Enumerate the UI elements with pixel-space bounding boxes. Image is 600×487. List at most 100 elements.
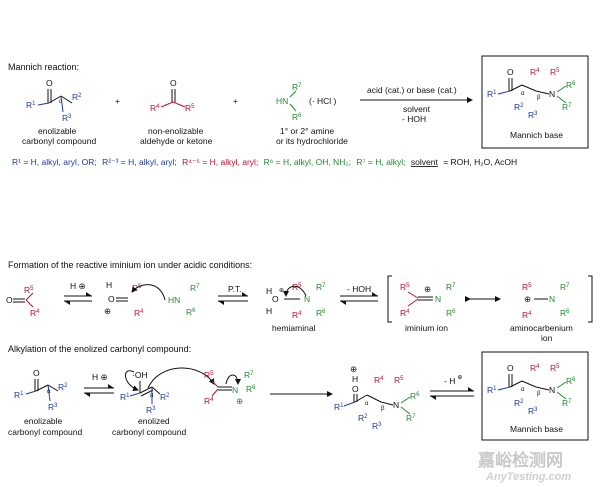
svg-text:R2: R2 (514, 398, 524, 408)
svg-text:α: α (59, 99, 63, 105)
svg-text:R2: R2 (358, 413, 368, 423)
svg-text:R1: R1 (120, 392, 130, 402)
product-box-1 (481, 55, 589, 149)
svg-text:R7: R7 (562, 102, 572, 112)
aminocarbenium-structure: R5 ⊕ R4 N R7 R6 (522, 282, 570, 320)
svg-text:R3: R3 (48, 402, 58, 412)
right-bracket (588, 275, 593, 323)
svg-text:R3: R3 (528, 110, 538, 120)
svg-text:R7: R7 (446, 282, 456, 292)
svg-text:R7: R7 (244, 370, 254, 380)
svg-text:O: O (507, 67, 514, 77)
watermark-en: AnyTesting.com (485, 471, 571, 483)
svg-text:R3: R3 (528, 406, 538, 416)
def-solvent-label: solvent (411, 157, 439, 167)
svg-text:R5: R5 (394, 375, 404, 385)
iminium-ion-structure: R5 R4 ⊕ N R7 R6 (400, 282, 456, 318)
conditions-top: acid (cat.) or base (cat.) (367, 85, 457, 95)
svg-text:R2: R2 (72, 92, 82, 102)
svg-text:⊕: ⊕ (104, 306, 111, 316)
svg-text:R4: R4 (374, 375, 384, 385)
svg-text:O: O (108, 294, 115, 304)
svg-text:⊕: ⊕ (279, 288, 284, 294)
hcl-label: (· HCl ) (309, 96, 337, 106)
svg-text:R4: R4 (522, 310, 532, 320)
def-r6: R⁶ = H, alkyl, OH, NH₂; (264, 157, 351, 167)
product-box-2 (481, 351, 589, 441)
svg-text:R1: R1 (26, 100, 36, 110)
svg-text:N: N (232, 385, 238, 395)
nonenolizable-label-line1: non-enolizable (148, 126, 204, 136)
minus-hoh-label: - HOH (347, 284, 371, 294)
svg-text:N: N (549, 294, 555, 304)
svg-text:α: α (365, 401, 369, 407)
svg-text:HN: HN (276, 96, 288, 106)
svg-text:R6: R6 (566, 80, 576, 90)
svg-text:α: α (521, 91, 525, 97)
proton-label-2: H ⊕ (92, 372, 108, 382)
svg-text:⊕: ⊕ (524, 294, 531, 304)
section2-title: Formation of the reactive iminium ion un… (8, 260, 252, 270)
enolizable-label-line2: carbonyl compound (22, 136, 96, 146)
svg-text:R5: R5 (522, 282, 532, 292)
svg-text:R6: R6 (560, 308, 570, 318)
svg-text:N: N (304, 294, 310, 304)
svg-text:R3: R3 (146, 405, 156, 415)
svg-text:R1: R1 (334, 402, 344, 412)
svg-text:R2: R2 (514, 102, 524, 112)
amine-structure: R7 HN R6 (276, 82, 302, 122)
svg-text:R4: R4 (134, 308, 144, 318)
section3-title: Alkylation of the enolized carbonyl comp… (8, 344, 191, 354)
enol-structure: ·OH R1 α R2 R3 (120, 367, 215, 415)
svg-text:α: α (521, 387, 525, 393)
enolizable-label-2-line2: carbonyl compound (8, 427, 82, 437)
svg-text:O: O (33, 368, 40, 378)
svg-text:⊕: ⊕ (424, 284, 431, 294)
def-r1: R¹ = H, alkyl, aryl, OR; (12, 157, 97, 167)
svg-text:R4: R4 (292, 310, 302, 320)
svg-text:R7: R7 (190, 283, 200, 293)
svg-text:⊕: ⊕ (236, 396, 243, 406)
iminium-label: iminium ion (405, 323, 448, 333)
svg-text:N: N (393, 400, 399, 410)
mannich-base-structure-1: O R1 R4 R5 N R6 R7 R2 R3 α β (487, 67, 576, 120)
product-label-2: Mannich base (510, 424, 563, 434)
hemiaminal-label: hemiaminal (272, 323, 316, 333)
svg-text:R7: R7 (562, 398, 572, 408)
svg-text:R3: R3 (372, 421, 382, 431)
svg-text:β: β (537, 95, 541, 101)
def-solvent-value: = ROH, H₂O, AcOH (443, 157, 517, 167)
amine-label-line1: 1° or 2° amine (280, 126, 334, 136)
plus-sign-2: + (233, 96, 238, 106)
svg-text:R6: R6 (186, 307, 196, 317)
section1-title: Mannich reaction: (8, 62, 79, 72)
svg-text:R4: R4 (530, 67, 540, 77)
svg-text:R5: R5 (550, 363, 560, 373)
svg-text:N: N (549, 89, 555, 99)
svg-text:R3: R3 (62, 113, 72, 123)
mannich-base-structure-2: O R1 R4 R5 N R6 R7 R2 R3 α β (487, 363, 576, 416)
svg-text:H: H (352, 374, 358, 384)
svg-text:R1: R1 (487, 89, 497, 99)
svg-text:R4: R4 (400, 308, 410, 318)
proton-label: H ⊕ (70, 281, 86, 291)
svg-text:R7: R7 (406, 413, 416, 423)
watermark-cn: 嘉峪检测网 (477, 450, 563, 470)
def-r45: R⁴⁻⁵ = H, alkyl, aryl; (182, 157, 258, 167)
left-bracket (387, 275, 392, 323)
iminium-electrophile-structure: R5 R4 N ⊕ R7 R6 (204, 370, 256, 406)
svg-text:HN: HN (168, 295, 180, 305)
svg-text:R7: R7 (292, 82, 302, 92)
svg-text:R6: R6 (446, 308, 456, 318)
svg-text:H: H (106, 280, 112, 290)
aldehyde-start-structure: R5 O R4 (6, 285, 40, 318)
aminocarbenium-label-line1: aminocarbenium (510, 323, 573, 333)
svg-text:α: α (47, 389, 51, 395)
svg-text:β: β (381, 406, 385, 412)
svg-text:H: H (266, 306, 272, 316)
product-label-1: Mannich base (510, 130, 563, 140)
enolizable-carbonyl-structure-2: O R1 R2 R3 α (14, 368, 68, 412)
aldehyde-structure: O R4 R5 (150, 78, 195, 113)
svg-text:R2: R2 (160, 392, 170, 402)
enolized-label-line2: carbonyl compound (112, 427, 186, 437)
